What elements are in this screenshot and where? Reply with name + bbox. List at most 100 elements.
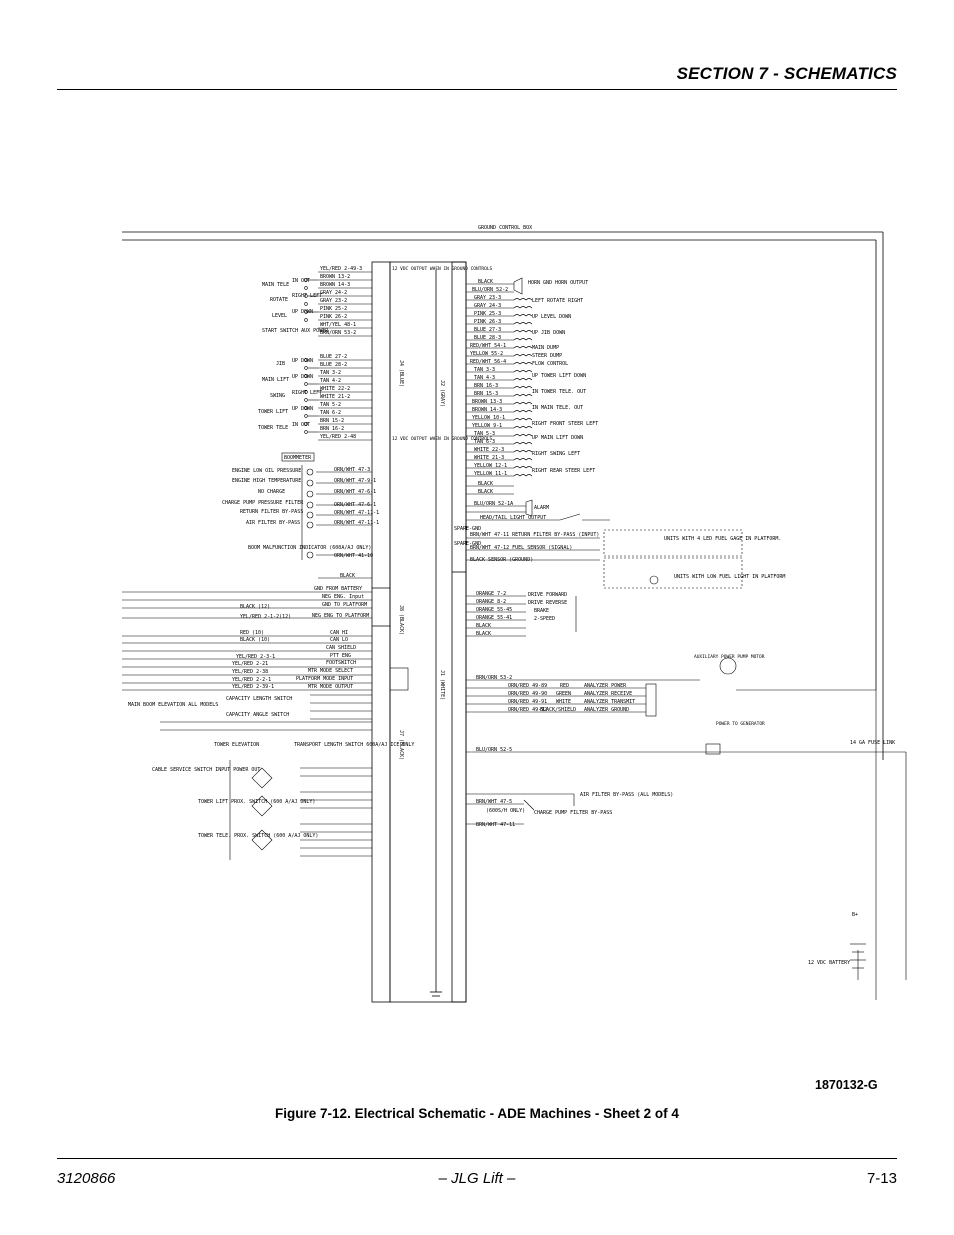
drive-wire: BLACK: [476, 623, 491, 629]
j4-wire: TAN 6-2: [320, 410, 341, 416]
indicator-label: NO CHARGE: [258, 489, 285, 495]
footer-doc-number: 3120866: [57, 1170, 116, 1187]
six-hundred-label: (600S/H ONLY): [486, 808, 525, 814]
j7-wires: [122, 635, 409, 691]
section-title: SECTION 7 - SCHEMATICS: [676, 64, 897, 83]
j2-wire: YELLOW 55-2: [470, 351, 503, 357]
j4-wire: PINK 26-2: [320, 314, 347, 320]
valve-label: RIGHT FRONT STEER LEFT: [532, 421, 598, 427]
j7-wire: FOOTSWITCH: [326, 660, 356, 666]
function-label: TOWER TELE: [258, 425, 288, 431]
j4-wire: WHITE 21-2: [320, 394, 350, 400]
function-label: ROTATE: [270, 297, 288, 303]
j2-wire: TAN 4-3: [474, 375, 495, 381]
drive-wire: ORANGE 55-41: [476, 615, 512, 621]
left-switch-contacts: [304, 278, 318, 434]
drive-wire: ORANGE 55-45: [476, 607, 512, 613]
j7-wire: MTR MODE SELECT: [308, 668, 353, 674]
ground-control-box: [122, 231, 884, 760]
valve-label: MAIN DUMP: [532, 345, 559, 351]
j8-left-wire: YEL/RED 2-1-2(12): [240, 614, 291, 620]
function-label: JIB: [276, 361, 285, 367]
blu-orn-label: BLU/ORN 52-5: [476, 747, 512, 753]
switch-label: CAPACITY LENGTH SWITCH: [226, 696, 292, 702]
drive-wire: BLACK: [476, 631, 491, 637]
battery-ref-label: B+: [852, 912, 858, 918]
footer-brand: – JLG Lift –: [438, 1170, 516, 1187]
switch-label: TOWER LIFT PROX. SWITCH (600 A/AJ ONLY): [198, 799, 315, 805]
j4-wire: WHITE 22-2: [320, 386, 350, 392]
j2-wire: BLUE 28-3: [474, 335, 501, 341]
j7-left-wire: YEL/RED 2-38: [232, 669, 268, 675]
air-filter-circuit: [466, 793, 575, 825]
valve-label: UP TOWER LIFT DOWN: [532, 373, 586, 379]
valve-labels: HORN GND HORN OUTPUT LEFT ROTATE RIGHT U…: [528, 280, 598, 474]
footer-rule: [57, 1158, 897, 1159]
j4-wire: BROWN 14-3: [320, 282, 350, 288]
air-filter-label: AIR FILTER BY-PASS (ALL MODELS): [580, 792, 673, 798]
j4-wire: BRN/ORN 53-2: [320, 330, 356, 336]
j2-wire: YELLOW 11-1: [474, 471, 507, 477]
j4-wire: BROWN 13-2: [320, 274, 350, 280]
vdc-mid-label: 12 VDC OUTPUT WHEN IN GROUND CONTROLS: [392, 436, 493, 442]
battery-label: 12 VDC BATTERY: [808, 960, 850, 966]
analyzer-color: BLACK/SHIELD: [540, 707, 576, 713]
return-filter-label: BRN/WHT 47-11 RETURN FILTER BY-PASS (INP…: [470, 532, 599, 538]
j4-wire: BRN 16-2: [320, 426, 344, 432]
drive-wire: ORANGE 7-2: [476, 591, 506, 597]
function-dirs: IN OUT: [292, 278, 310, 284]
j2-wire: TAN 6-3: [474, 439, 495, 445]
power-to-generator-label: POWER TO GENERATOR: [716, 721, 765, 727]
j2-wire: BLACK: [478, 279, 493, 285]
switch-wires: [160, 694, 372, 860]
indicator-wire: ORN/WHT 47-11-1: [334, 510, 379, 516]
analyzer-label: ANALYZER POWER: [584, 683, 627, 689]
indicator-wires: [301, 465, 372, 560]
valve-label: FLOW CONTROL: [532, 361, 568, 367]
alarm-wire: BLU/ORN 52-1A: [474, 501, 513, 507]
function-label: START SWITCH AUX POWER: [262, 328, 329, 334]
valve-label: UP JIB DOWN: [532, 330, 565, 336]
function-label: MAIN TELE: [262, 282, 289, 288]
j8-wire: NEG ENG TO PLATFORM: [312, 613, 369, 619]
j7-left-wire: RED (10): [240, 630, 264, 636]
switch-label: TRANSPORT LENGTH SWITCH 600A/AJ ICE ONLY: [294, 742, 414, 748]
valve-label: HORN GND HORN OUTPUT: [528, 280, 588, 286]
j2-wire: GRAY 23-3: [474, 295, 501, 301]
indicator-label: ENGINE LOW OIL PRESSURE: [232, 468, 301, 474]
brn-wht-5-label: BRN/WHT 47-5: [476, 799, 512, 805]
valve-label: RIGHT REAR STEER LEFT: [532, 468, 595, 474]
j2-wire: WHITE 21-3: [474, 455, 504, 461]
j2-wire-labels: BLACK BLU/ORN 52-2 GRAY 23-3 GRAY 24-3 P…: [470, 279, 508, 495]
j7-left-wire: YEL/RED 2-2-1: [232, 677, 271, 683]
charge-filter-label: CHARGE PUMP FILTER BY-PASS: [534, 810, 612, 816]
j2-wire: YELLOW 12-1: [474, 463, 507, 469]
function-dirs: IN OUT: [292, 422, 310, 428]
figure-caption: Figure 7-12. Electrical Schematic - ADE …: [275, 1106, 679, 1121]
j4-wire: BRN 15-2: [320, 418, 344, 424]
j8-wire: GND TO PLATFORM: [322, 602, 367, 608]
analyzer-label: ANALYZER GROUND: [584, 707, 629, 713]
footer-page-number: 7-13: [866, 1170, 897, 1187]
j2-wire: BLACK: [478, 481, 493, 487]
right-connector-strip: [451, 261, 467, 1003]
switch-label: CABLE SERVICE SWITCH INPUT POWER OUT: [152, 767, 260, 773]
valve-label: IN MAIN TELE. OUT: [532, 405, 583, 411]
indicator-label: RETURN FILTER BY-PASS: [240, 509, 303, 515]
drive-label: DRIVE FORWARD: [528, 592, 567, 598]
analyzer-label: ANALYZER TRANSMIT: [584, 699, 635, 705]
j7-left-wire: YEL/RED 2-3-1: [236, 654, 275, 660]
alarm-label: ALARM: [534, 505, 549, 511]
j8-wire: NEG ENG. Input: [322, 594, 364, 600]
j2-wire: GRAY 24-3: [474, 303, 501, 309]
indicator-label: ENGINE HIGH TEMPERATURE: [232, 478, 301, 484]
valve-label: RIGHT SWING LEFT: [532, 451, 580, 457]
fuse-label: 14 GA FUSE LINK: [850, 740, 895, 746]
j4-wire: WHT/YEL 48-1: [320, 322, 356, 328]
j2-wire: BRN 16-3: [474, 383, 498, 389]
j7-wire: CAN LO: [330, 637, 348, 643]
drive-label: 2-SPEED: [534, 616, 555, 622]
j2-wires: [466, 283, 514, 495]
j4-wire-group: [318, 271, 372, 441]
